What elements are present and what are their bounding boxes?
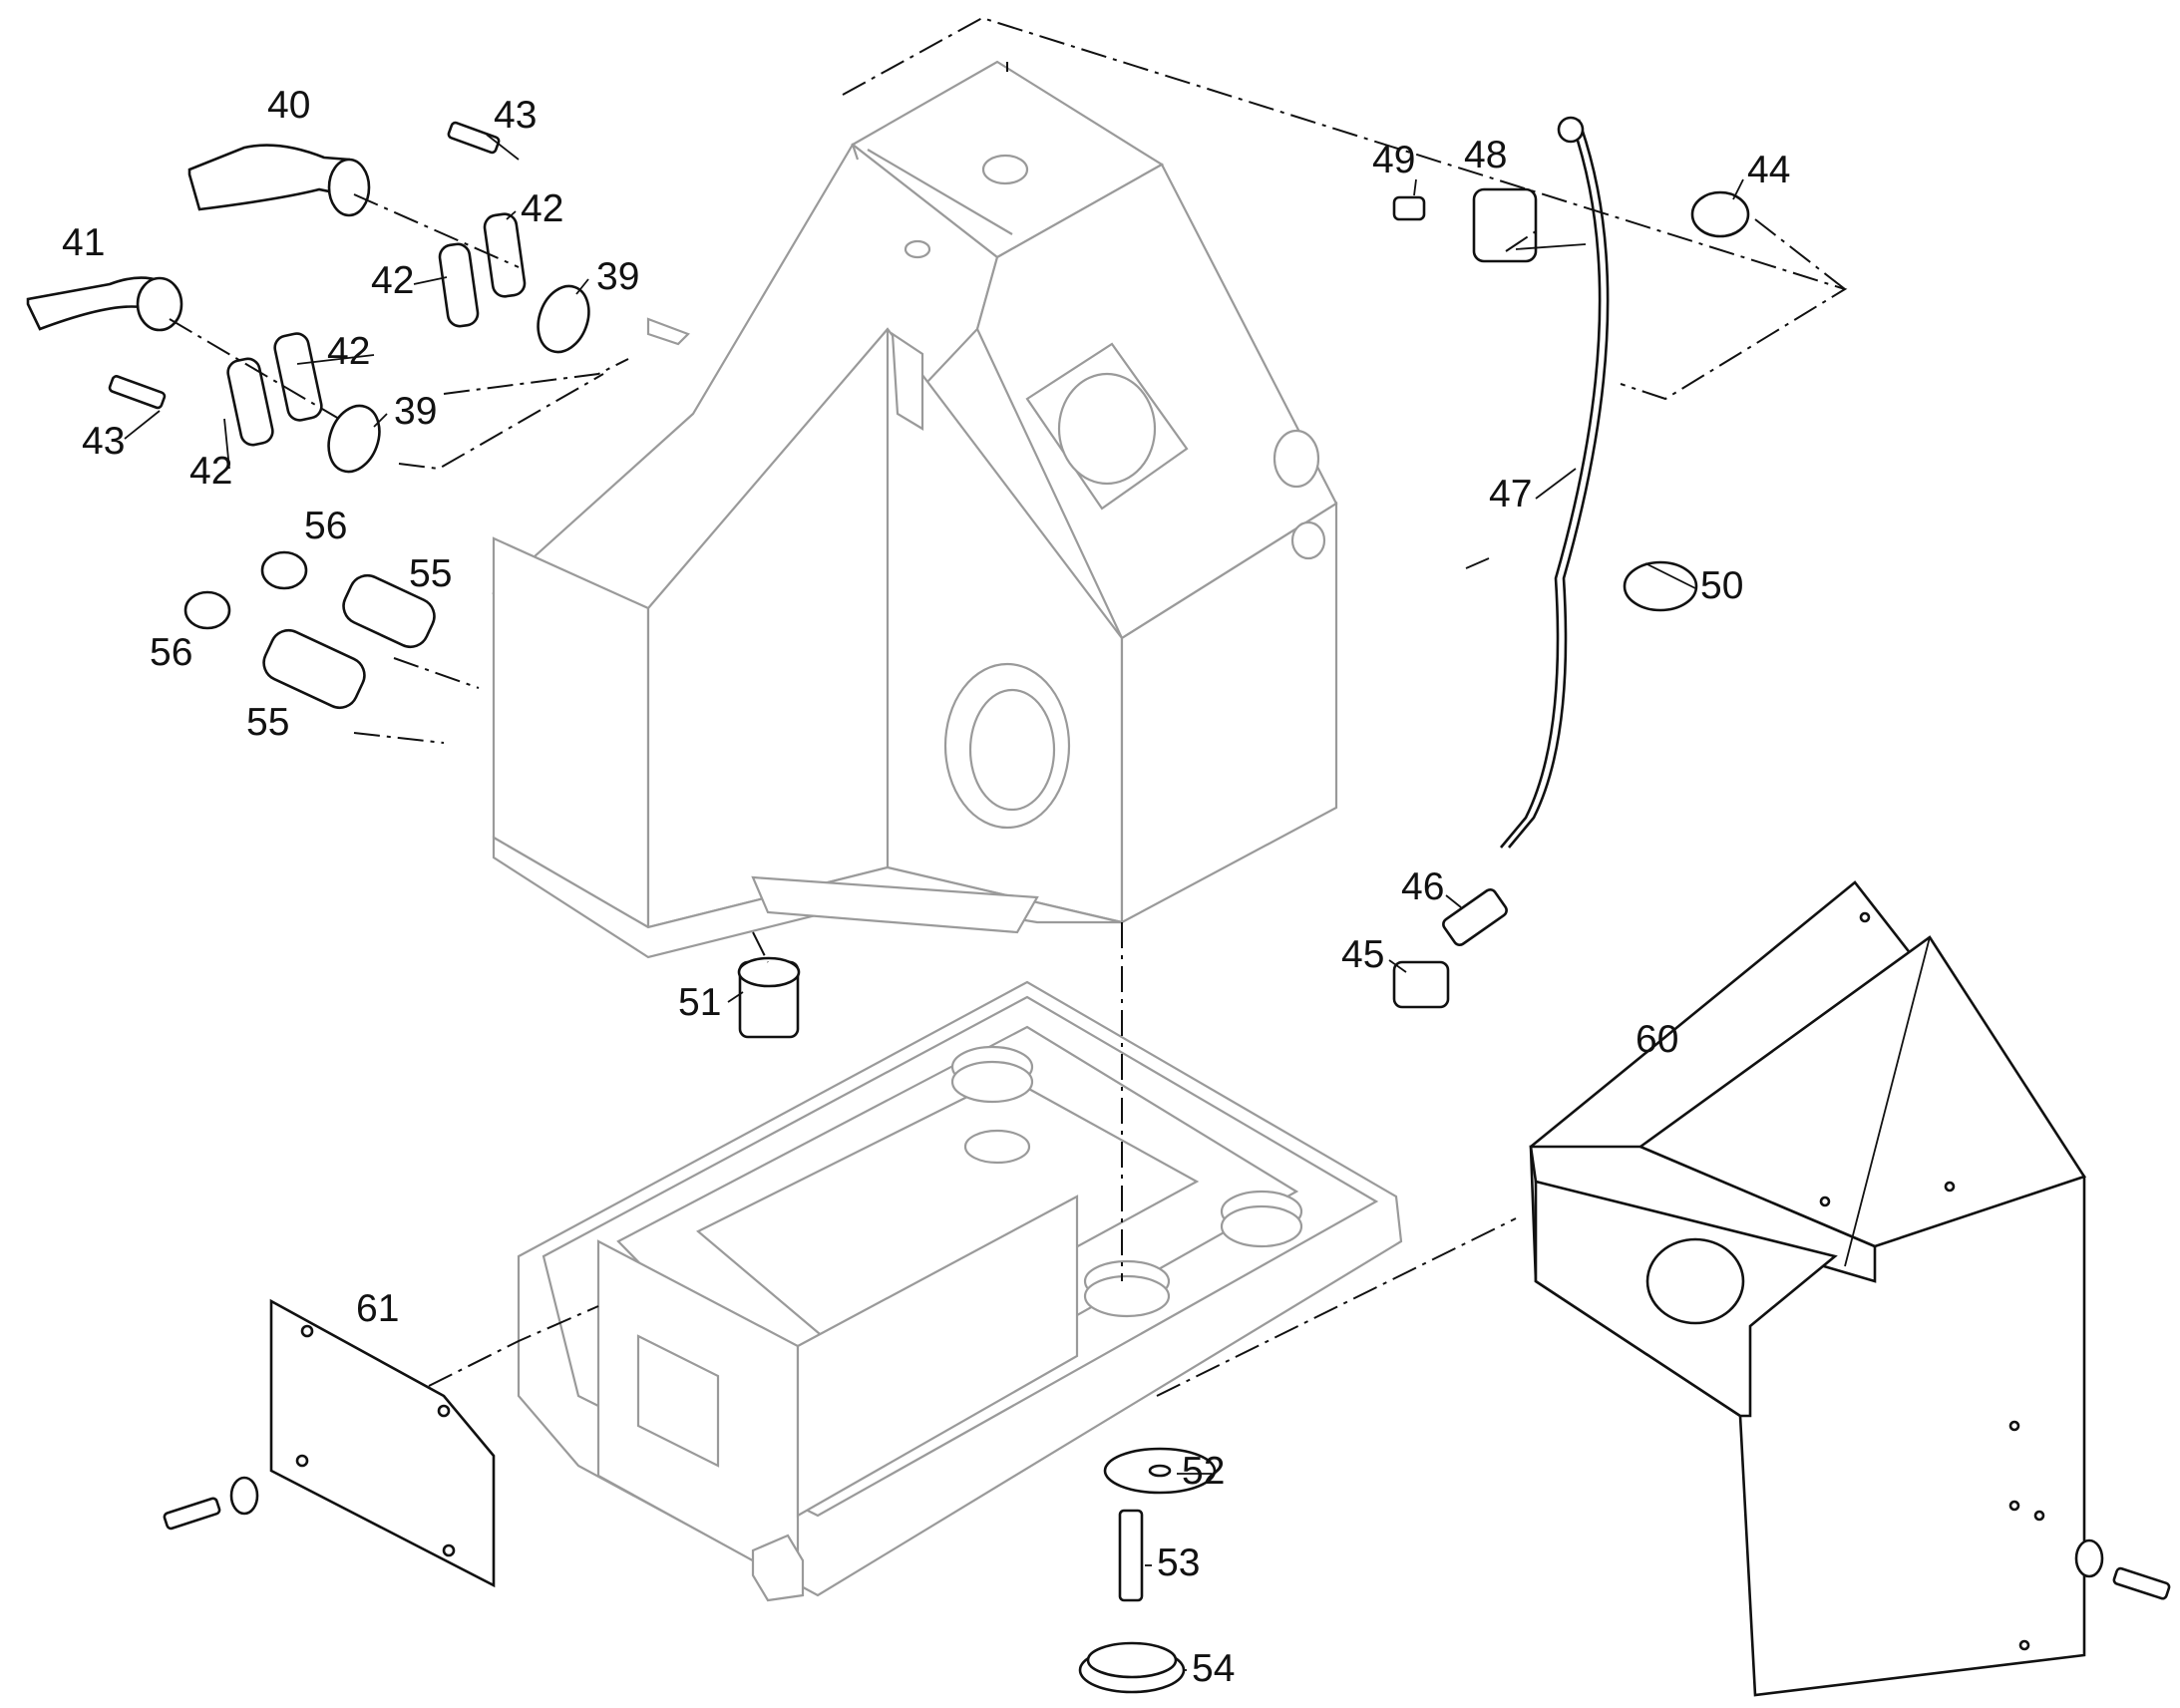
callout-41: 41 xyxy=(62,221,105,264)
callout-55-lower: 55 xyxy=(246,701,289,744)
callout-53: 53 xyxy=(1157,1541,1200,1584)
callout-56-lower: 56 xyxy=(150,631,192,674)
part-49-screw[interactable] xyxy=(1392,195,1426,221)
callout-42-d: 42 xyxy=(189,450,232,493)
callout-50: 50 xyxy=(1700,564,1743,607)
base-frame[interactable] xyxy=(517,980,1403,1602)
leader-lines xyxy=(124,134,1744,1671)
part-50-grommet[interactable] xyxy=(1623,560,1698,612)
callout-46: 46 xyxy=(1401,865,1444,908)
hydraulic-tank[interactable] xyxy=(492,60,1338,959)
callout-labels: 39 39 40 41 42 42 42 42 43 43 44 45 46 4… xyxy=(62,84,1790,1690)
callout-43-lower: 43 xyxy=(82,420,125,463)
callout-42-a: 42 xyxy=(521,187,563,230)
callout-42-c: 42 xyxy=(327,330,370,373)
callout-48: 48 xyxy=(1464,134,1507,176)
part-46-adapter[interactable] xyxy=(1441,887,1509,947)
callout-39-upper: 39 xyxy=(596,255,639,298)
part-51-plug[interactable] xyxy=(737,956,801,1039)
part-45-elbow[interactable] xyxy=(1392,960,1450,1009)
callout-40: 40 xyxy=(267,84,310,127)
callout-56-upper: 56 xyxy=(304,505,347,547)
callout-55-upper: 55 xyxy=(409,552,452,595)
callout-61: 61 xyxy=(356,1287,399,1330)
part-41-elbow[interactable] xyxy=(26,276,183,332)
part-40-elbow[interactable] xyxy=(187,144,371,217)
callout-44: 44 xyxy=(1747,149,1790,191)
callout-45: 45 xyxy=(1341,933,1384,976)
callout-60: 60 xyxy=(1635,1018,1678,1061)
part-44-fitting[interactable] xyxy=(1690,190,1750,238)
part-56-fittings[interactable] xyxy=(183,550,308,630)
callout-39-lower: 39 xyxy=(394,390,437,433)
callout-47: 47 xyxy=(1489,473,1532,515)
assembly-dash-lines xyxy=(169,16,1848,1397)
cover-plate-61[interactable] xyxy=(269,1298,496,1588)
callout-52: 52 xyxy=(1182,1450,1225,1493)
part-53-bolt[interactable] xyxy=(1118,1509,1144,1602)
part-54-bushing[interactable] xyxy=(1078,1641,1186,1694)
part-55-filters[interactable] xyxy=(258,569,441,713)
callout-42-b: 42 xyxy=(371,259,414,302)
part-48-clamp[interactable] xyxy=(1472,187,1538,263)
part-43-bolts[interactable] xyxy=(108,121,501,410)
plate-screws[interactable] xyxy=(163,1476,2171,1600)
callout-51: 51 xyxy=(678,981,721,1024)
part-52-washer[interactable] xyxy=(1103,1447,1217,1495)
cover-panel-60[interactable] xyxy=(1529,880,2087,1697)
part-42-clamp-halves[interactable] xyxy=(225,212,527,447)
part-39-o-rings[interactable] xyxy=(320,279,597,479)
callout-49: 49 xyxy=(1372,139,1415,181)
part-47-hose[interactable] xyxy=(1500,116,1610,849)
callout-54: 54 xyxy=(1192,1647,1235,1690)
callout-43-upper: 43 xyxy=(494,94,537,137)
